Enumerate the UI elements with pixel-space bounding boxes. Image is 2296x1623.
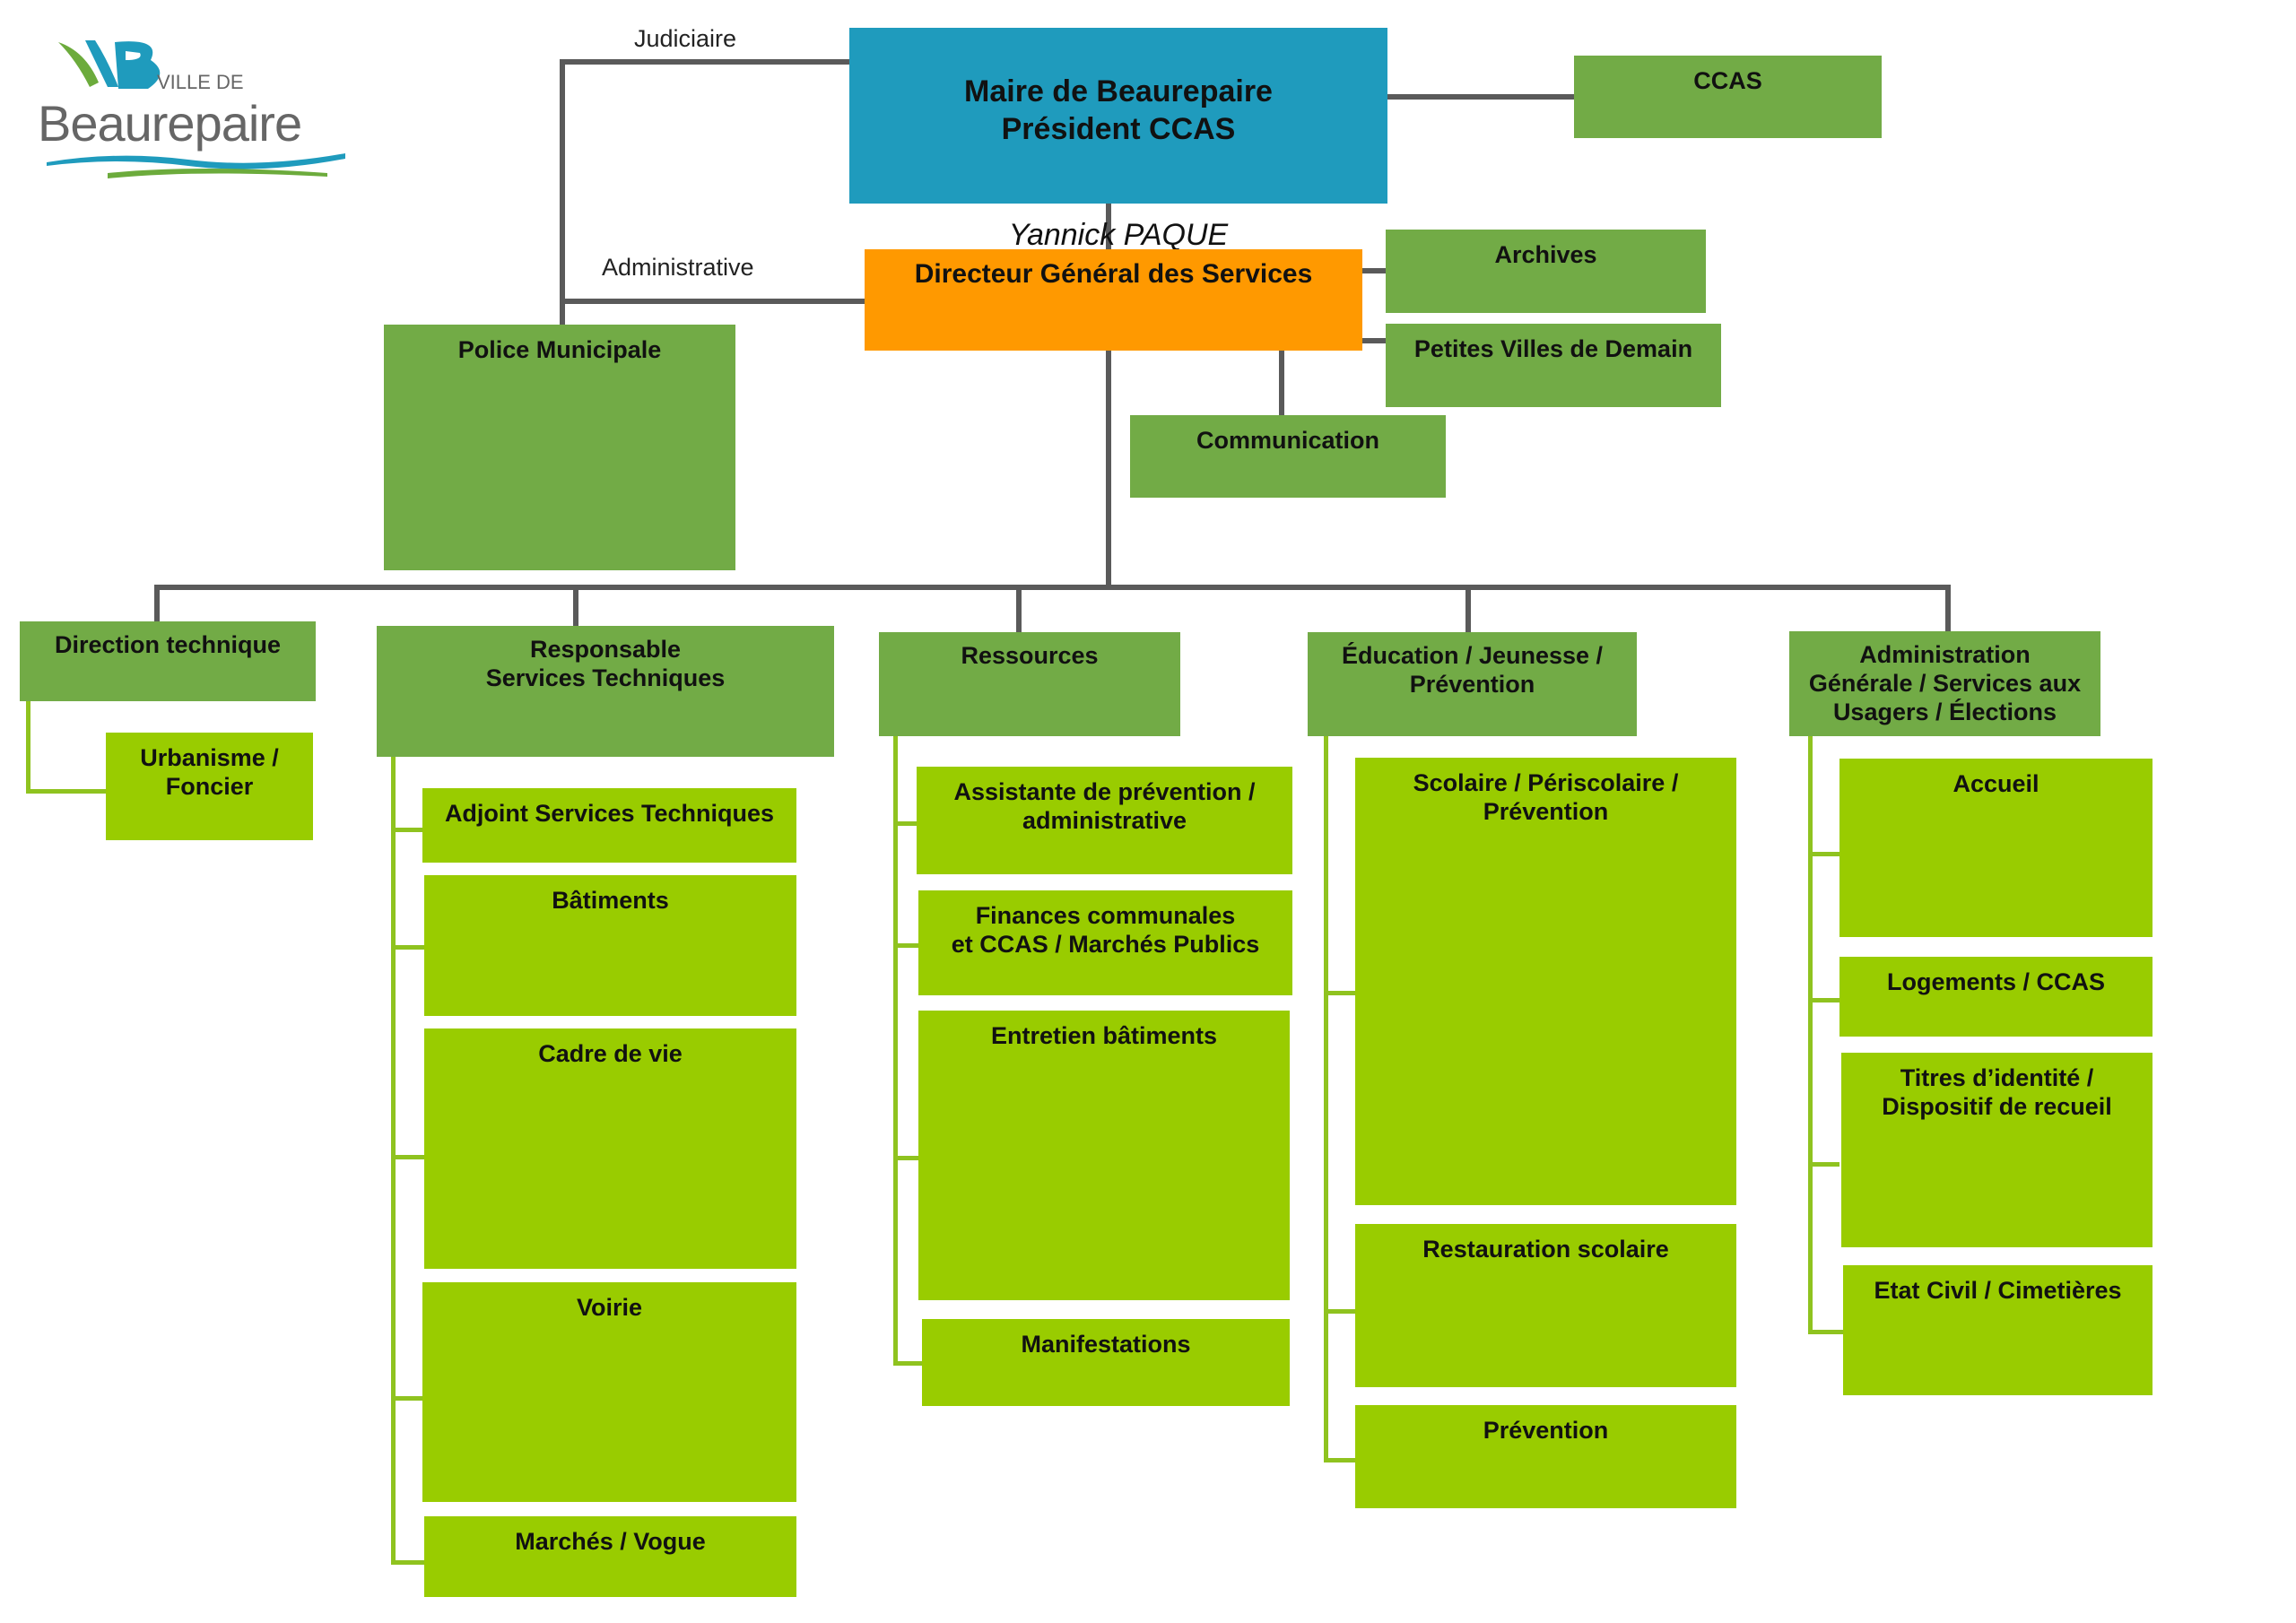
mayor-dgs-line <box>1106 204 1111 249</box>
dept-education: Éducation / Jeunesse / Prévention <box>1308 632 1637 736</box>
st-connector <box>391 757 396 1564</box>
judiciaire-line <box>562 59 849 65</box>
adm-connector-h <box>1808 1330 1843 1334</box>
ccas-line <box>1387 94 1574 100</box>
dept-ressources: Ressources <box>879 632 1180 736</box>
drop-education <box>1465 585 1471 632</box>
logo-name: Beaurepaire <box>38 95 302 152</box>
mayor-box: Maire de Beaurepaire Président CCAS Yann… <box>849 28 1387 252</box>
administrative-label: Administrative <box>602 254 754 281</box>
edu-connector <box>1324 736 1328 1462</box>
ccas-box: CCAS <box>1574 56 1882 138</box>
edu-connector-h <box>1324 1309 1355 1314</box>
communication-line <box>1279 351 1284 415</box>
dept-administration: Administration Générale / Services aux U… <box>1789 631 2100 736</box>
res-connector-h <box>893 821 917 826</box>
edu-connector-h <box>1324 1458 1355 1462</box>
dgs-box: Directeur Général des Services <box>865 249 1362 351</box>
drop-direction-technique <box>154 585 160 621</box>
service-manifestations: Manifestations <box>922 1319 1290 1406</box>
st-connector-h <box>391 828 422 832</box>
st-connector-h <box>391 1560 424 1565</box>
dt-connector <box>26 701 30 793</box>
dept-services-techniques: Responsable Services Techniques <box>377 626 834 757</box>
police-box: Police Municipale <box>384 325 735 570</box>
service-marches-vogue: Marchés / Vogue <box>424 1516 796 1597</box>
dept-direction-technique: Direction technique <box>20 621 316 701</box>
drop-services-techniques <box>573 585 578 626</box>
adm-connector-h <box>1808 998 1839 1002</box>
res-connector-h <box>893 1156 918 1160</box>
adm-connector-h <box>1808 1162 1839 1167</box>
st-connector-h <box>391 1396 422 1401</box>
mayor-title: Maire de Beaurepaire Président CCAS <box>964 74 1273 146</box>
drop-administration <box>1945 585 1951 631</box>
logo-top-text: VILLE DE <box>157 71 244 93</box>
adm-connector-h <box>1808 852 1839 856</box>
service-adjoint-st: Adjoint Services Techniques <box>422 788 796 863</box>
service-etat-civil: Etat Civil / Cimetières <box>1843 1265 2152 1395</box>
edu-connector-h <box>1324 991 1355 995</box>
service-assistante-prevention: Assistante de prévention / administrativ… <box>917 767 1292 874</box>
mayor-name: Yannick PAQUE <box>1008 218 1229 252</box>
judiciaire-label: Judiciaire <box>634 25 737 52</box>
res-connector-h <box>893 1361 922 1366</box>
adm-connector <box>1808 736 1813 1333</box>
service-prevention: Prévention <box>1355 1405 1736 1508</box>
pvd-box: Petites Villes de Demain <box>1386 324 1721 407</box>
service-finances: Finances communales et CCAS / Marchés Pu… <box>918 890 1292 995</box>
service-logements: Logements / CCAS <box>1839 957 2152 1037</box>
dgs-bus-line <box>1106 351 1111 589</box>
dt-connector-h <box>26 789 106 794</box>
administrative-line <box>562 299 865 304</box>
archives-line <box>1362 268 1386 273</box>
service-titres-identite: Titres d’identité / Dispositif de recuei… <box>1841 1053 2152 1247</box>
service-restauration: Restauration scolaire <box>1355 1224 1736 1387</box>
service-cadre-de-vie: Cadre de vie <box>424 1028 796 1269</box>
logo-mark <box>47 40 345 178</box>
logo: VILLE DE Beaurepaire <box>36 40 350 184</box>
res-connector <box>893 736 898 1365</box>
archives-box: Archives <box>1386 230 1706 313</box>
pvd-line <box>1362 338 1386 343</box>
communication-box: Communication <box>1130 415 1446 498</box>
st-connector-h <box>391 1155 424 1159</box>
service-entretien-batiments: Entretien bâtiments <box>918 1011 1290 1300</box>
department-bus <box>154 585 1951 590</box>
st-connector-h <box>391 945 424 950</box>
service-scolaire: Scolaire / Périscolaire / Prévention <box>1355 758 1736 1205</box>
drop-ressources <box>1016 585 1022 632</box>
service-voirie: Voirie <box>422 1282 796 1502</box>
res-connector-h <box>893 943 918 948</box>
service-batiments: Bâtiments <box>424 875 796 1016</box>
police-vertical-line <box>560 59 565 325</box>
service-urbanisme: Urbanisme / Foncier <box>106 733 313 840</box>
service-accueil: Accueil <box>1839 759 2152 937</box>
